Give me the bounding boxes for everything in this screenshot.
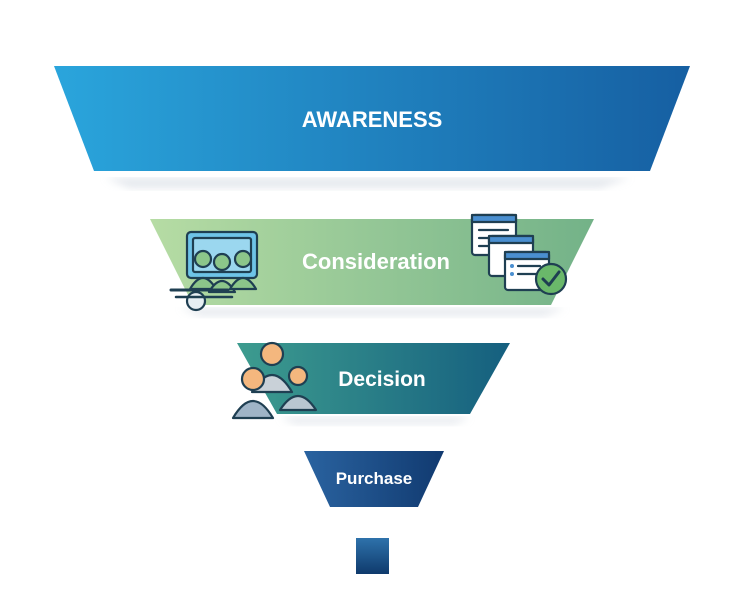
stage-label-awareness: AWARENESS: [302, 107, 443, 132]
stage-label-decision: Decision: [338, 368, 426, 391]
funnel-bottom-block: [356, 538, 389, 574]
stage-label-purchase: Purchase: [336, 469, 413, 488]
stage-label-consideration: Consideration: [302, 249, 450, 274]
funnel-stage-decision: Decision: [237, 343, 510, 414]
checklist-documents-icon: [470, 213, 568, 296]
people-group-icon: [231, 341, 318, 420]
meeting-group-icon: [169, 230, 259, 312]
funnel-stage-purchase: Purchase: [304, 451, 444, 507]
funnel-stage-awareness: AWARENESS: [54, 66, 690, 171]
